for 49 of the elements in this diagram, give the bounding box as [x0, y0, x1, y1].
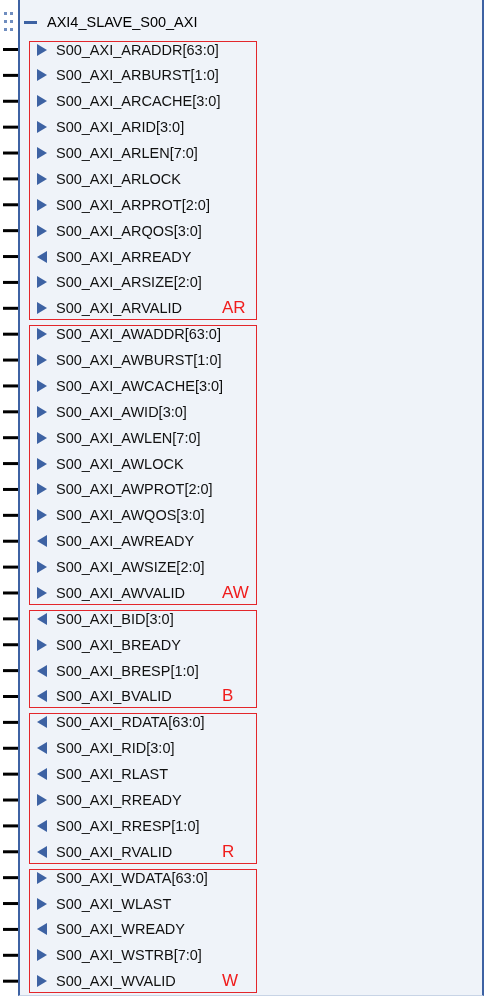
port-name: S00_AXI_AWCACHE[3:0] — [56, 376, 224, 395]
port-name: S00_AXI_RVALID — [56, 842, 173, 861]
signal-group-box — [29, 609, 257, 709]
port-name: S00_AXI_ARREADY — [56, 247, 192, 266]
port-name: S00_AXI_AWPROT[2:0] — [56, 480, 213, 499]
port-name: S00_AXI_ARID[3:0] — [56, 118, 185, 137]
port-name: S00_AXI_ARPROT[2:0] — [56, 195, 210, 214]
port-name: S00_AXI_AWBURST[1:0] — [56, 351, 222, 370]
signal-group-box — [29, 40, 257, 321]
port-name: S00_AXI_RID[3:0] — [56, 739, 175, 758]
port-name: S00_AXI_ARVALID — [56, 299, 182, 318]
group-label: AW — [222, 582, 249, 603]
port-name: S00_AXI_ARBURST[1:0] — [56, 66, 219, 85]
block-title: AXI4_SLAVE_S00_AXI — [47, 14, 198, 30]
signal-group-box — [29, 713, 257, 864]
group-label: R — [222, 841, 235, 862]
port-name: S00_AXI_ARSIZE[2:0] — [56, 273, 202, 292]
port-name: S00_AXI_AWQOS[3:0] — [56, 506, 205, 525]
group-label: W — [222, 971, 239, 992]
port-name: S00_AXI_RRESP[1:0] — [56, 816, 200, 835]
port-name: S00_AXI_ARCACHE[3:0] — [56, 92, 221, 111]
port-name: S00_AXI_ARQOS[3:0] — [56, 221, 202, 240]
port-name: S00_AXI_BVALID — [56, 687, 172, 706]
port-name: S00_AXI_WREADY — [56, 920, 185, 939]
port-name: S00_AXI_BRESP[1:0] — [56, 661, 199, 680]
port-name: S00_AXI_WVALID — [56, 972, 176, 991]
port-name: S00_AXI_AWLEN[7:0] — [56, 428, 201, 447]
signal-group-box — [29, 325, 257, 605]
port-name: S00_AXI_AWREADY — [56, 532, 195, 551]
ip-block — [18, 0, 484, 996]
port-name: S00_AXI_WDATA[63:0] — [56, 868, 208, 887]
port-name: S00_AXI_RLAST — [56, 765, 169, 784]
signal-group-box — [29, 868, 257, 994]
port-name: S00_AXI_RDATA[63:0] — [56, 713, 205, 732]
port-name: S00_AXI_AWID[3:0] — [56, 402, 187, 421]
port-name: S00_AXI_AWSIZE[2:0] — [56, 558, 205, 577]
port-name: S00_AXI_BREADY — [56, 635, 181, 654]
port-name: S00_AXI_ARLOCK — [56, 169, 181, 188]
port-name: S00_AXI_AWADDR[63:0] — [56, 325, 221, 344]
port-name: S00_AXI_WLAST — [56, 894, 172, 913]
port-name: S00_AXI_ARLEN[7:0] — [56, 144, 198, 162]
group-label: B — [222, 686, 234, 707]
port-name: S00_AXI_AWVALID — [56, 583, 185, 602]
port-name: S00_AXI_AWLOCK — [56, 454, 184, 473]
port-name: S00_AXI_WSTRB[7:0] — [56, 946, 202, 965]
port-name: S00_AXI_ARADDR[63:0] — [56, 40, 219, 59]
group-label: AR — [222, 298, 246, 319]
port-name: S00_AXI_BID[3:0] — [56, 609, 174, 628]
port-name: S00_AXI_RREADY — [56, 791, 182, 809]
